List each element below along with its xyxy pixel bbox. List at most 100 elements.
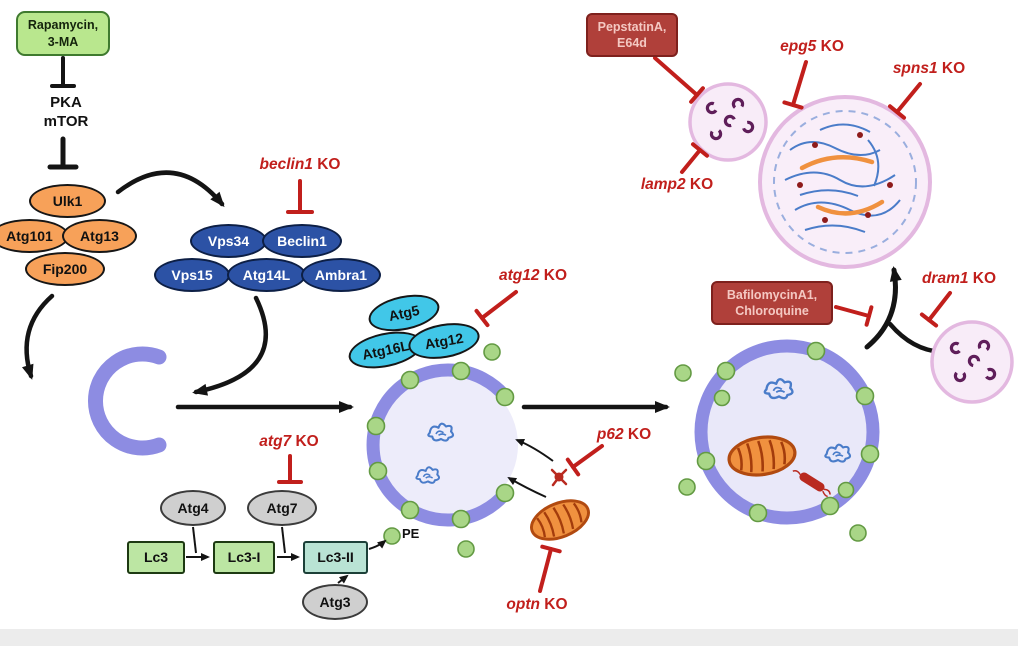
arrow-fusion-to-autolysosome xyxy=(864,266,902,350)
lc3-dot xyxy=(400,500,420,520)
lc3-dot xyxy=(820,496,840,516)
lc3-dot xyxy=(716,361,736,381)
lc3-dot xyxy=(806,341,826,361)
lc3-dot xyxy=(855,386,875,406)
dram1-ko-label: dram1 KO xyxy=(910,270,1008,288)
autophagosome-lc3-dots xyxy=(696,341,880,523)
bacterium-icon xyxy=(792,469,831,498)
inhibit-epg5-ko xyxy=(782,60,808,110)
gene-name: epg5 xyxy=(780,38,817,55)
inhibit-p62-ko xyxy=(565,444,604,477)
ko-suffix: KO xyxy=(937,60,966,77)
lc3-dot xyxy=(713,389,731,407)
p62-ko-label: p62 KO xyxy=(586,426,662,444)
lc3-dot xyxy=(860,444,880,464)
node-lc3: Lc3 xyxy=(127,541,185,574)
lc3-dot xyxy=(451,509,471,529)
cargo-delivery-arrows xyxy=(507,438,554,498)
lamp2-ko-label: lamp2 KO xyxy=(630,176,724,194)
phagophore-lumen xyxy=(378,375,518,515)
lc3-dot xyxy=(451,361,471,381)
lc3-dot xyxy=(849,524,867,542)
lc3-dot xyxy=(495,483,515,503)
inhibit-spns1-ko xyxy=(888,82,922,120)
ko-suffix: KO xyxy=(968,270,997,287)
debris-dot xyxy=(822,217,828,223)
phagophore-vesicle xyxy=(366,361,518,529)
arrow-beclin-to-phagophore xyxy=(192,295,268,396)
gene-name: beclin1 xyxy=(259,156,313,173)
node-fip200: Fip200 xyxy=(25,252,105,286)
optn-ko-label: optn KO xyxy=(495,596,579,614)
node-lc3-ii: Lc3-II xyxy=(303,541,368,574)
autolysosome xyxy=(758,95,932,269)
inhibit-rapamycin-to-kinases xyxy=(50,56,76,88)
gene-name: p62 xyxy=(596,426,624,443)
lc3-dot xyxy=(457,540,475,558)
ko-suffix: KO xyxy=(816,38,844,55)
beclin1-ko-label: beclin1 KO xyxy=(252,156,348,174)
spns1-ko-label: spns1 KO xyxy=(882,60,976,78)
debris-dots xyxy=(797,132,893,223)
inhibit-atg12-ko xyxy=(474,290,518,328)
epg5-ko-label: epg5 KO xyxy=(768,38,856,56)
gene-name: atg12 xyxy=(498,267,540,284)
arrow-ulk-to-membrane xyxy=(21,293,55,380)
debris-dot xyxy=(887,182,893,188)
gene-name: atg7 xyxy=(259,433,292,450)
node-atg14l: Atg14L xyxy=(227,258,306,292)
lc3-dot xyxy=(368,461,388,481)
ko-suffix: KO xyxy=(623,426,652,443)
free-lc3-dots xyxy=(383,343,867,558)
lysosome-top xyxy=(688,82,768,162)
lc3-dot xyxy=(678,478,696,496)
lc3-dot xyxy=(674,364,692,382)
atg12-ko-label: atg12 KO xyxy=(487,267,579,285)
lc3-dot xyxy=(483,343,501,361)
rapamycin-box: Rapamycin, 3-MA xyxy=(16,11,110,56)
degraded-fibers-orange xyxy=(799,155,885,216)
node-vps34: Vps34 xyxy=(190,224,267,258)
inhibit-atg7-ko xyxy=(277,454,303,484)
gene-name: dram1 xyxy=(921,270,969,287)
gene-name: spns1 xyxy=(892,60,938,77)
inhibit-optn-ko xyxy=(538,544,562,593)
lc3-dot xyxy=(837,481,855,499)
debris-dot xyxy=(797,182,803,188)
phagophore-crescent xyxy=(87,346,167,456)
inhibit-dram1-ko xyxy=(919,291,952,328)
inhibit-lamp2-ko xyxy=(680,142,709,174)
lc3-dot xyxy=(400,370,420,390)
ko-suffix: KO xyxy=(539,267,568,284)
atg7-ko-label: atg7 KO xyxy=(247,433,331,451)
debris-dot xyxy=(865,212,871,218)
ko-suffix: KO xyxy=(291,433,319,450)
node-lc3-i: Lc3-I xyxy=(213,541,275,574)
node-beclin1: Beclin1 xyxy=(262,224,342,258)
autophagosome-vesicle xyxy=(694,339,880,525)
line-atg7 xyxy=(281,526,286,554)
node-atg101: Atg101 xyxy=(0,219,69,253)
cargo-arrow xyxy=(507,476,547,498)
node-ambra1: Ambra1 xyxy=(301,258,381,292)
ko-suffix: KO xyxy=(312,156,341,173)
node-ulk1: Ulk1 xyxy=(29,184,106,218)
debris-dot xyxy=(857,132,863,138)
pe-label: PE xyxy=(402,526,420,541)
node-atg7: Atg7 xyxy=(247,490,317,526)
pepstatin-box: PepstatinA, E64d xyxy=(586,13,678,57)
node-atg3: Atg3 xyxy=(302,584,368,620)
lc3-dot xyxy=(748,503,768,523)
line-atg4 xyxy=(192,526,197,554)
cargo-arrow xyxy=(515,438,554,462)
lc3-conjugation-arrows xyxy=(186,526,387,584)
arrow-atg3-to-lc3ii xyxy=(337,574,349,584)
mitochondrion-icon xyxy=(524,491,596,549)
inhibit-mtor-to-ulk1 xyxy=(47,136,79,170)
ko-suffix: KO xyxy=(685,176,714,193)
lc3-dot xyxy=(366,416,386,436)
ko-suffix: KO xyxy=(540,596,568,613)
bafilomycin-box: BafilomycinA1, Chloroquine xyxy=(711,281,833,325)
